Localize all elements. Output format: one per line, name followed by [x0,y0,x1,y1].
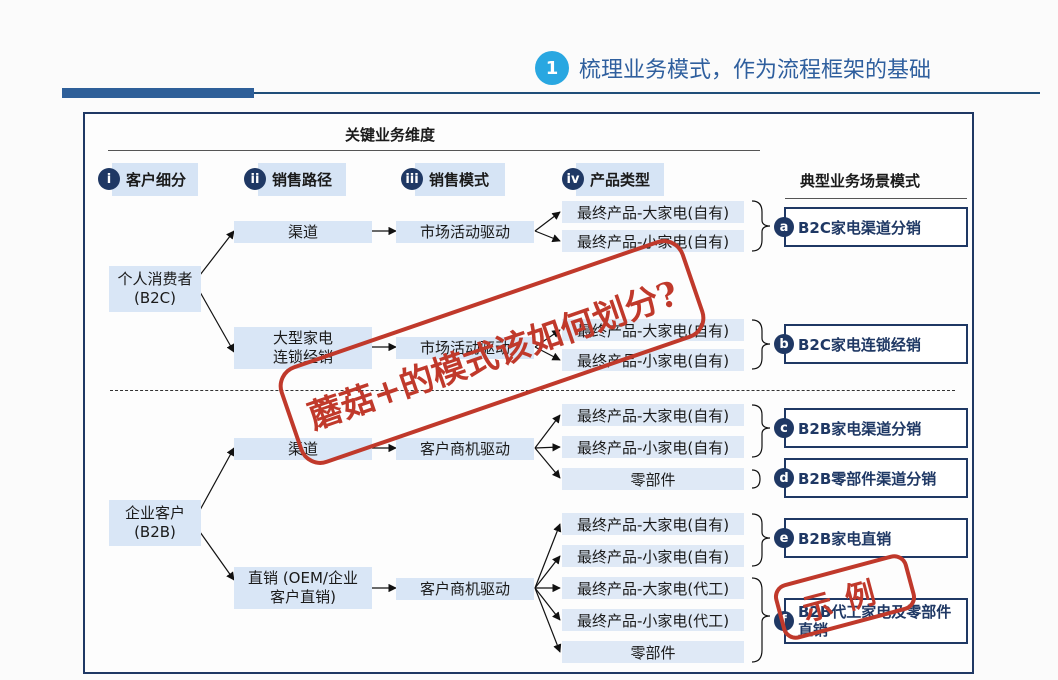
b2c-b2b-divider [110,390,955,391]
customer-b2c: 个人消费者 (B2C) [109,266,201,312]
dimension-label: 产品类型 [576,162,665,196]
product-item: 零部件 [562,641,744,663]
dimension-number: iv [562,168,584,190]
mode-b2c-channel: 市场活动驱动 [396,221,534,243]
product-item: 最终产品-大家电(自有) [562,319,744,341]
scenario-c: c B2B家电渠道分销 [774,408,968,448]
path-b2b-direct: 直销 (OEM/企业 客户直销) [234,567,372,609]
product-item: 零部件 [562,468,744,490]
dimension-label: 销售模式 [415,162,506,196]
dimension-number: iii [401,168,423,190]
customer-b2b-label: 企业客户 (B2B) [124,504,185,541]
header-rule-accent [62,88,254,98]
page-header: 1 梳理业务模式，作为流程框架的基础 [535,48,931,88]
scenario-label: B2B零部件渠道分销 [798,469,937,488]
product-item: 最终产品-大家电(自有) [562,404,744,426]
scenario-e: e B2B家电直销 [774,518,968,558]
dimension-sales-path: ii 销售路径 [244,162,347,196]
scenario-b: b B2C家电连锁经销 [774,324,968,364]
dimensions-title: 关键业务维度 [344,126,435,144]
product-item: 最终产品-小家电(自有) [562,230,744,252]
dimension-sales-mode: iii 销售模式 [401,162,506,196]
scenario-label: B2C家电连锁经销 [798,335,921,354]
scenario-number: e [774,528,794,548]
header-rule [62,92,1040,94]
product-item: 最终产品-小家电(自有) [562,545,744,567]
scenario-number: b [774,334,794,354]
product-item: 最终产品-大家电(自有) [562,513,744,535]
scenario-number: f [774,611,794,631]
dimension-label: 销售路径 [258,162,347,196]
product-item: 最终产品-大家电(自有) [562,201,744,223]
scenario-label: B2C家电渠道分销 [798,218,921,237]
product-item: 最终产品-小家电(自有) [562,436,744,458]
scenario-f: f B2B代工家电及零部件直销 [774,598,968,644]
dimension-product-type: iv 产品类型 [562,162,665,196]
mode-b2b-channel: 客户商机驱动 [396,438,534,460]
customer-b2b: 企业客户 (B2B) [109,500,201,546]
scenario-label: B2B家电直销 [798,529,892,548]
header-number-badge: 1 [535,51,569,85]
dimension-customer-segment: i 客户细分 [98,162,199,196]
path-b2c-chain-store: 大型家电 连锁经销 [234,327,372,369]
path-b2c-channel: 渠道 [234,221,372,243]
dimension-number: i [98,168,120,190]
scenario-a: a B2C家电渠道分销 [774,207,968,247]
mode-b2b-direct: 客户商机驱动 [396,578,534,600]
dimension-number: ii [244,168,266,190]
scenarios-title: 典型业务场景模式 [799,172,920,190]
product-item: 最终产品-小家电(自有) [562,349,744,371]
path-b2b-channel: 渠道 [234,438,372,460]
product-item: 最终产品-大家电(代工) [562,577,744,599]
scenario-number: a [774,217,794,237]
mode-b2c-chain-store: 市场活动驱动 [396,337,534,359]
customer-b2c-label: 个人消费者 (B2C) [117,270,193,307]
scenario-label: B2B代工家电及零部件直销 [798,603,952,639]
scenario-label: B2B家电渠道分销 [798,419,922,438]
dimensions-underline [108,150,760,151]
dimension-label: 客户细分 [112,162,199,196]
page-title: 梳理业务模式，作为流程框架的基础 [579,58,932,83]
scenarios-underline [785,198,967,199]
scenario-number: d [774,468,794,488]
scenario-number: c [774,418,794,438]
product-item: 最终产品-小家电(代工) [562,609,744,631]
scenario-d: d B2B零部件渠道分销 [774,458,968,498]
